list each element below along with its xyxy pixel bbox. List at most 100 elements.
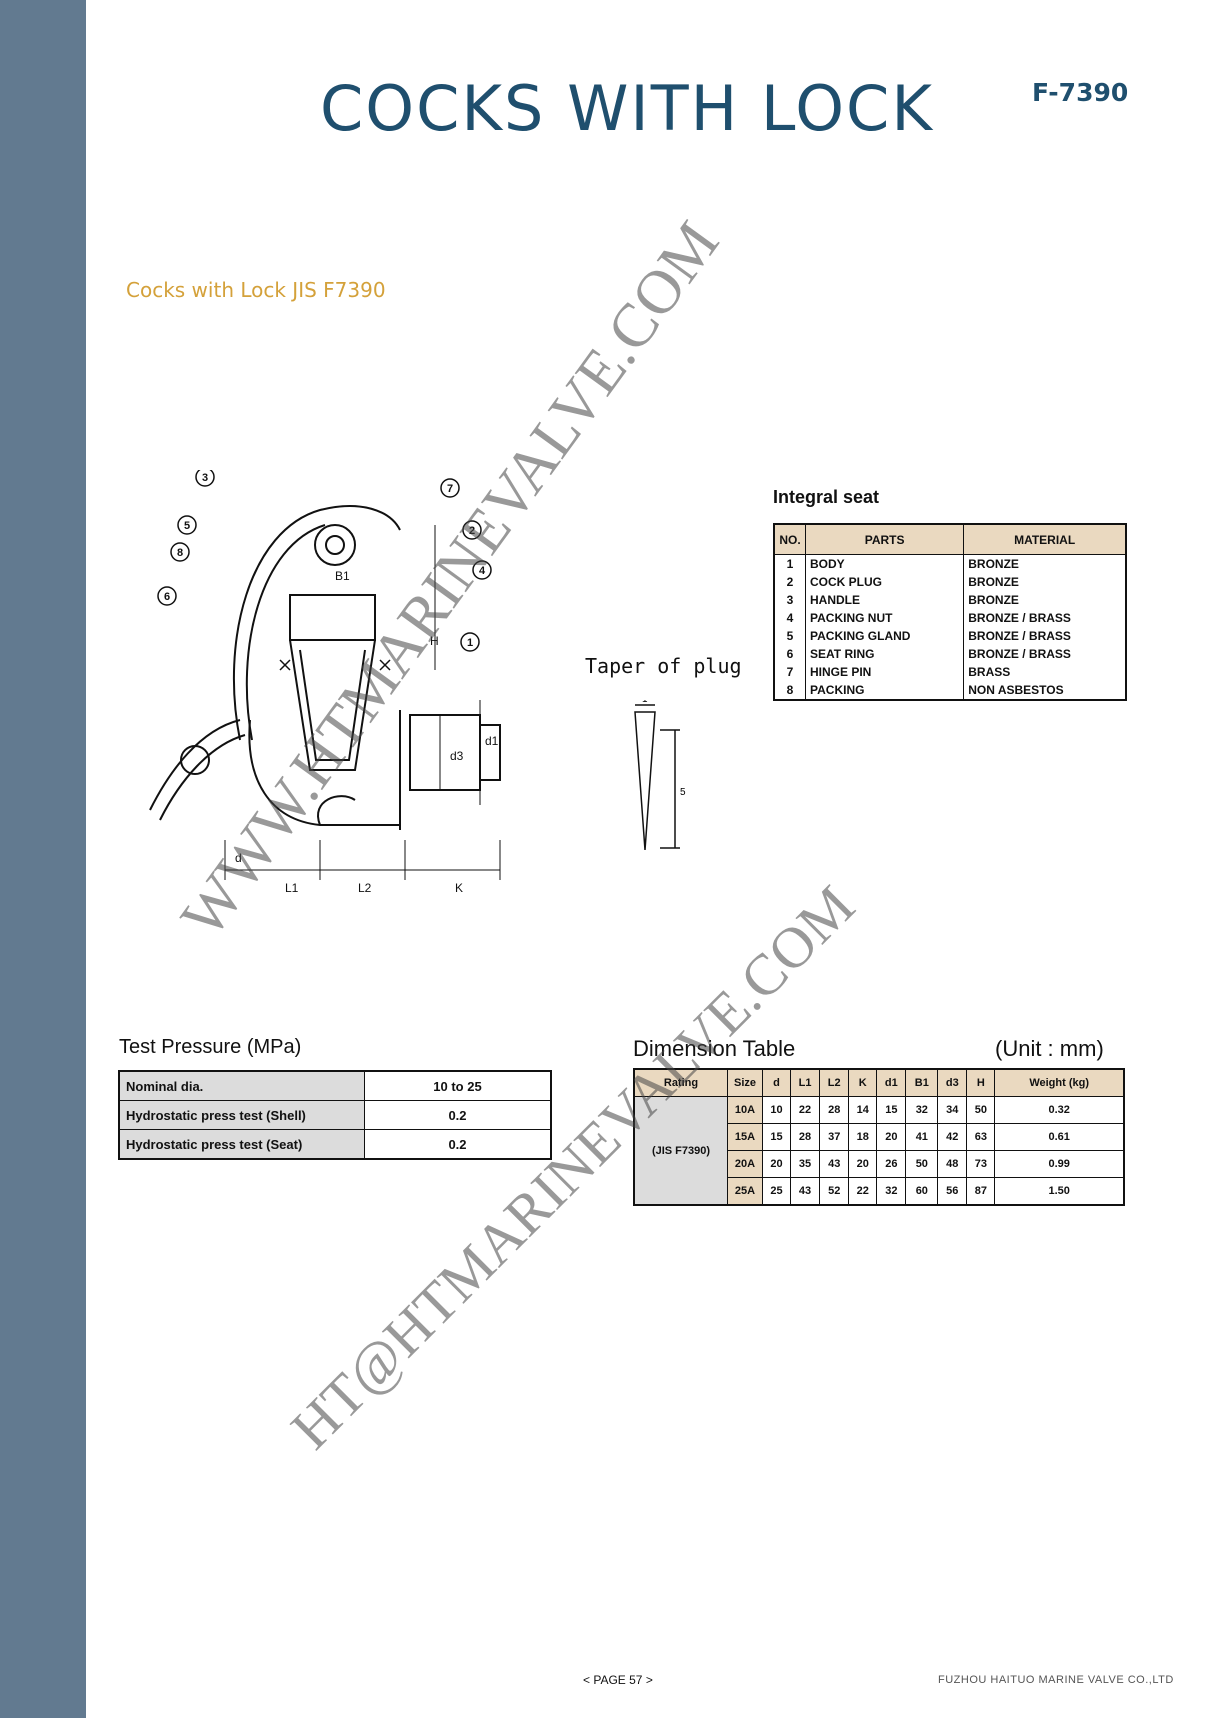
table-cell: 37 [819, 1123, 850, 1151]
table-cell: 32 [905, 1096, 939, 1124]
table-cell: 87 [966, 1177, 996, 1206]
part-material: BRONZE [963, 591, 1127, 609]
table-cell: 15A [727, 1123, 763, 1151]
test-value: 0.2 [364, 1100, 552, 1130]
table-row: Hydrostatic press test (Shell)0.2 [118, 1100, 552, 1130]
table-cell: 73 [966, 1150, 996, 1178]
test-pressure-caption: Test Pressure (MPa) [119, 1036, 302, 1058]
part-name: BODY [804, 554, 965, 573]
part-no: 5 [773, 627, 806, 645]
dim-label-d: d [235, 851, 242, 865]
test-value: 0.2 [364, 1129, 552, 1160]
table-cell: 26 [876, 1150, 907, 1178]
part-no: 2 [773, 573, 806, 591]
dim-header: Rating [633, 1068, 728, 1097]
table-cell: 25A [727, 1177, 763, 1206]
dim-label-h: H [430, 634, 439, 648]
dim-header: d [762, 1068, 791, 1097]
part-no: 3 [773, 591, 806, 609]
table-cell: 43 [789, 1177, 821, 1206]
table-cell: 0.99 [994, 1150, 1125, 1178]
callout-4: 4 [479, 565, 486, 577]
part-material: BRONZE / BRASS [963, 645, 1127, 663]
table-cell: 20 [762, 1150, 791, 1178]
parts-table-caption: Integral seat [773, 487, 880, 507]
table-cell: 0.32 [994, 1096, 1125, 1124]
dim-label-l2: L2 [358, 881, 372, 895]
part-name: PACKING GLAND [804, 627, 965, 645]
part-material: BRONZE [963, 554, 1127, 573]
table-cell: 15 [876, 1096, 907, 1124]
left-sidebar-band [0, 0, 86, 1718]
table-cell: 14 [848, 1096, 878, 1124]
part-no: 4 [773, 609, 806, 627]
parts-header-no: NO. [773, 523, 806, 555]
rating-cell: (JIS F7390) [633, 1096, 728, 1206]
table-cell: 10 [762, 1096, 791, 1124]
table-cell: 34 [937, 1096, 968, 1124]
table-cell: 42 [937, 1123, 968, 1151]
dim-header: d3 [937, 1068, 968, 1097]
page-number: < PAGE 57 > [583, 1673, 653, 1687]
table-cell: 18 [848, 1123, 878, 1151]
dimension-table: Rating Size d L1 L2 K d1 B1 d3 H Weight … [633, 1068, 1125, 1206]
table-cell: 20 [848, 1150, 878, 1178]
table-cell: 22 [848, 1177, 878, 1206]
table-cell: 60 [905, 1177, 939, 1206]
table-cell: 32 [876, 1177, 907, 1206]
part-name: HANDLE [804, 591, 965, 609]
taper-of-plug-label: Taper of plug [585, 654, 742, 678]
dim-header: H [966, 1068, 996, 1097]
table-cell: 52 [819, 1177, 850, 1206]
dimension-unit-caption: (Unit : mm) [995, 1036, 1104, 1061]
table-cell: 41 [905, 1123, 939, 1151]
table-cell: 1.50 [994, 1177, 1125, 1206]
part-material: NON ASBESTOS [963, 681, 1127, 700]
table-row: Nominal dia.10 to 25 [118, 1070, 552, 1101]
dim-header: K [848, 1068, 878, 1097]
part-no: 8 [773, 681, 806, 700]
dim-header: L2 [819, 1068, 850, 1097]
part-no: 7 [773, 663, 806, 681]
part-name: PACKING NUT [804, 609, 965, 627]
product-subtitle: Cocks with Lock JIS F7390 [126, 278, 386, 302]
callout-5: 5 [184, 520, 190, 532]
table-cell: 20A [727, 1150, 763, 1178]
part-material: BRASS [963, 663, 1127, 681]
taper-of-plug-drawing: 1 5 [634, 700, 686, 851]
callout-8: 8 [177, 547, 183, 559]
table-cell: 28 [819, 1096, 850, 1124]
dim-header: Size [727, 1068, 763, 1097]
table-cell: 0.61 [994, 1123, 1125, 1151]
dim-label-l1: L1 [285, 881, 299, 895]
callout-2: 2 [469, 525, 475, 537]
product-code: F-7390 [1032, 78, 1129, 107]
test-label: Hydrostatic press test (Seat) [118, 1129, 365, 1160]
table-row: 20A 20 35 43 20 26 50 48 73 0.99 [634, 1150, 1125, 1178]
test-pressure-table: Nominal dia.10 to 25 Hydrostatic press t… [118, 1070, 552, 1160]
company-name: FUZHOU HAITUO MARINE VALVE CO.,LTD [938, 1674, 1174, 1686]
table-cell: 15 [762, 1123, 791, 1151]
callout-1: 1 [467, 637, 473, 649]
part-no: 6 [773, 645, 806, 663]
callout-3: 3 [202, 472, 208, 484]
table-cell: 48 [937, 1150, 968, 1178]
table-cell: 50 [966, 1096, 996, 1124]
table-row: Hydrostatic press test (Seat)0.2 [118, 1129, 552, 1160]
part-material: BRONZE / BRASS [963, 627, 1127, 645]
dim-label-d1: d1 [485, 734, 499, 748]
table-cell: 35 [789, 1150, 821, 1178]
dimension-table-caption: Dimension Table [633, 1036, 796, 1061]
table-cell: 22 [789, 1096, 821, 1124]
dim-header: L1 [789, 1068, 821, 1097]
test-label: Hydrostatic press test (Shell) [118, 1100, 365, 1130]
part-name: SEAT RING [804, 645, 965, 663]
dim-header: d1 [876, 1068, 907, 1097]
parts-header-material: MATERIAL [963, 523, 1127, 555]
